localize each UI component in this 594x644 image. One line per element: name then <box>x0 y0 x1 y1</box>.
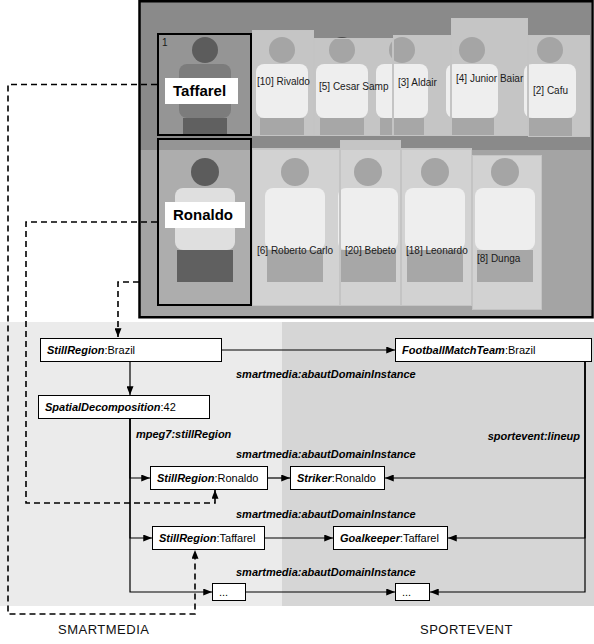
band-title: SMARTMEDIA <box>58 622 149 637</box>
property-label: smartmedia:abautDomainInstance <box>236 566 416 579</box>
property-arrow <box>129 362 130 395</box>
player-label: [6] Roberto Carlo <box>257 245 333 257</box>
player-region: [8] Dunga <box>472 155 542 310</box>
property-label: smartmedia:abautDomainInstance <box>236 368 416 381</box>
instance-id: :Taffarel <box>400 532 439 544</box>
player-region: [18] Leonardo <box>401 148 472 306</box>
instance-id: :Ronaldo <box>332 472 376 484</box>
player-name-tag: Taffarel <box>165 78 238 104</box>
player-name-tag: Ronaldo <box>165 202 245 228</box>
sportevent-ground <box>282 322 594 606</box>
property-arrow <box>246 591 395 592</box>
property-arrow <box>130 419 212 592</box>
player-label: [10] Rivaldo <box>257 76 310 88</box>
class-name: StillRegion <box>157 472 214 484</box>
player-region: [20] Bebeto <box>340 140 401 306</box>
instance-box: SpatialDecomposition:42 <box>38 395 210 419</box>
instance-id: :Ronaldo <box>214 472 258 484</box>
player-label: [20] Bebeto <box>345 245 396 257</box>
player-label: [3] Aldair <box>398 77 437 89</box>
player-label: [4] Junior Baiar <box>456 73 523 85</box>
property-arrow <box>265 537 333 538</box>
property-arrow <box>130 419 150 478</box>
instance-box: ... <box>212 583 246 601</box>
instance-box: StillRegion:Taffarel <box>152 526 265 550</box>
instance-name: FootballMatchTeam:Brazil <box>396 344 541 357</box>
instance-name: StillRegion:Brazil <box>41 344 141 357</box>
photo-link <box>118 282 139 337</box>
instance-box: StillRegion:Ronaldo <box>150 466 268 490</box>
property-label: smartmedia:abautDomainInstance <box>236 448 416 461</box>
player-label: [18] Leonardo <box>406 245 468 257</box>
property-arrow <box>222 349 395 350</box>
property-label: mpeg7:stillRegion <box>136 428 231 441</box>
instance-box: Striker:Ronaldo <box>290 466 385 490</box>
class-name: StillRegion <box>159 532 216 544</box>
class-name: SpatialDecomposition <box>45 401 161 413</box>
property-label: smartmedia:abautDomainInstance <box>236 508 416 521</box>
instance-name: ... <box>396 586 417 599</box>
player-label: [8] Dunga <box>477 253 520 265</box>
instance-id: :42 <box>161 401 176 413</box>
player-region: [10] Rivaldo <box>252 30 314 136</box>
player-label: [5] Cesar Samp <box>319 81 388 93</box>
instance-box: FootballMatchTeam:Brazil <box>395 338 592 362</box>
class-name: Goalkeeper <box>340 532 400 544</box>
instance-name: StillRegion:Taffarel <box>153 532 261 545</box>
property-arrow <box>448 362 585 538</box>
photo-frame <box>140 1 593 317</box>
player-region: [3] Aldair <box>393 35 451 136</box>
photo-stands <box>140 2 591 316</box>
property-arrow <box>268 477 290 478</box>
player-region: [4] Junior Baiar <box>451 18 528 136</box>
class-name: FootballMatchTeam <box>402 344 505 356</box>
instance-name: Striker:Ronaldo <box>291 472 382 485</box>
property-arrow <box>430 362 585 592</box>
class-name: Striker <box>297 472 332 484</box>
player-region: [6] Roberto Carlo <box>252 148 340 306</box>
player-region: [2] Cafu <box>528 35 590 137</box>
instance-box: StillRegion:Brazil <box>40 338 222 362</box>
instance-name: Goalkeeper:Taffarel <box>334 532 445 545</box>
player-label: [2] Cafu <box>533 85 568 97</box>
player-region: Ronaldo <box>157 138 252 306</box>
instance-box: Goalkeeper:Taffarel <box>333 526 448 550</box>
instance-name: SpatialDecomposition:42 <box>39 401 182 414</box>
instance-id: :Taffarel <box>216 532 255 544</box>
player-region: Taffarel <box>157 33 252 136</box>
instance-id: :Brazil <box>505 344 536 356</box>
player-region: [5] Cesar Samp <box>314 38 393 136</box>
instance-name: StillRegion:Ronaldo <box>151 472 265 485</box>
class-name: StillRegion <box>47 344 104 356</box>
band-title: SPORTEVENT <box>420 622 513 637</box>
smartmedia-ground <box>0 322 282 606</box>
instance-box: ... <box>395 583 430 601</box>
callout-number: 1 <box>162 37 168 49</box>
property-label: sportevent:lineup <box>488 430 580 443</box>
instance-name: ... <box>213 586 234 599</box>
instance-id: :Brazil <box>104 344 135 356</box>
